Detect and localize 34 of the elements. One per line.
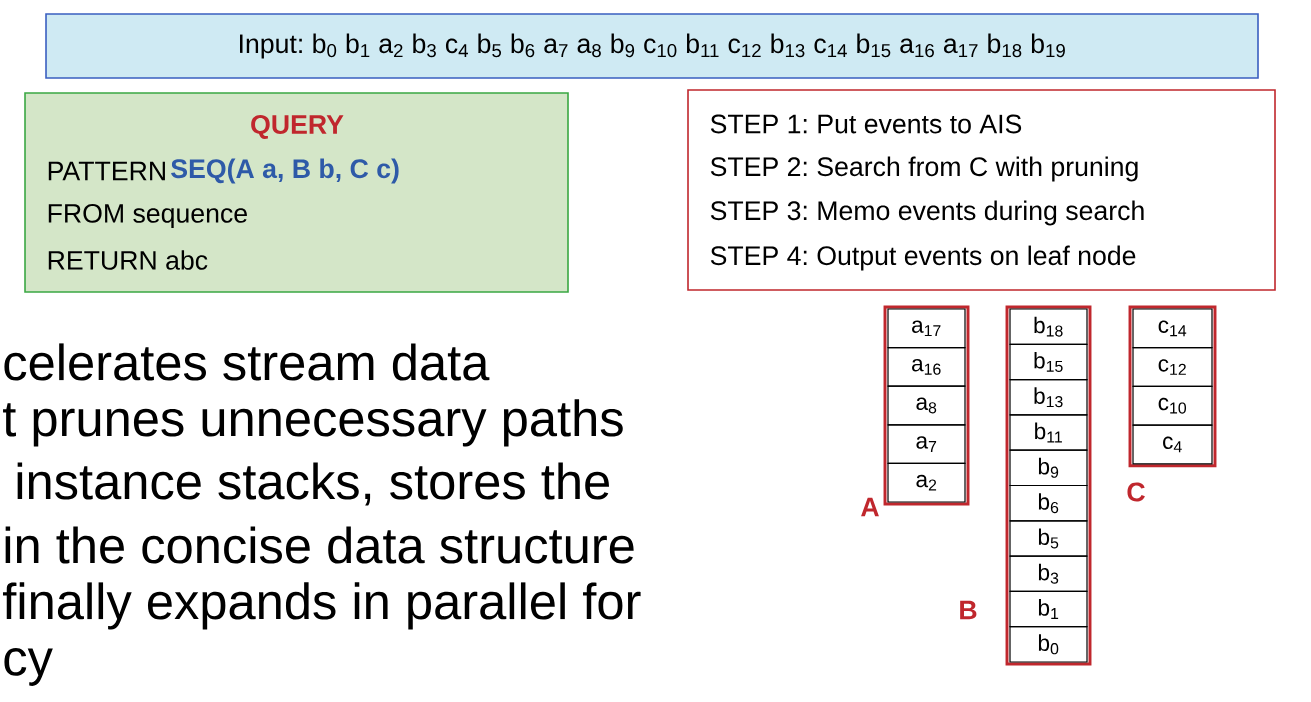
stack-cell: c$_{4}$ [1132,424,1213,465]
stack-box [883,305,970,506]
stack-label: C [1127,482,1145,502]
stack-cell: c$_{10}$ [1132,385,1213,426]
body-text: instance stacks, stores the [17,462,609,506]
body-text: celerates stream data [4,343,490,381]
stack-cell: a$_{7}$ [887,424,966,464]
stack-cell: b$_{11}$ [1009,414,1088,451]
stack-box [1128,305,1217,468]
stack-label: B [960,600,977,620]
body-text: t prunes unnecessary paths [3,399,623,447]
stack-cell: c$_{14}$ [1132,308,1213,349]
body-text: cy [4,648,53,686]
input-box: Input: b$_{0}$ b$_{1}$ a$_{2}$ b$_{3}$ c$_{4}$ b$_{5}$ b$_{6}$ a$_{7}$ a$_{8}$ b$_{9}$ c$_{10}$ b$_{11}$ c$_{12}$ b$_{13}$ c$_{14}$ b$_{15}$ a$_{16}$ a$_{17}$ b$_{18}$ b$_{19}$ [45,13,1259,79]
stack-cell: a$_{2}$ [887,462,966,503]
stack-cell: b$_{18}$ [1009,308,1088,345]
stack-cell: b$_{5}$ [1009,520,1088,557]
steps-box: STEP 1: Put events to AIS STEP 2: Search from C with pruning STEP 3: Memo events during search STEP 4: Output events on leaf node [687,89,1276,291]
stack-cell: b$_{0}$ [1009,626,1088,663]
stack-cell: a$_{8}$ [887,385,966,426]
stack-cell: b$_{1}$ [1009,590,1088,628]
stack-cell: b$_{15}$ [1009,343,1088,381]
stack-cell: b$_{6}$ [1009,484,1088,522]
stack-cell: a$_{17}$ [887,308,966,349]
stack-box [1005,305,1092,666]
stack-cell: b$_{9}$ [1009,449,1088,487]
stack-label: A [861,497,879,517]
stack-cell: b$_{3}$ [1009,555,1088,592]
query-box: QUERY PATTERN SEQ(A a, B b, C c) FROM sequence RETURN abc [24,92,569,293]
body-text: finally expands in parallel for [3,582,641,630]
body-text: in the concise data structure [5,526,634,564]
stack-cell: a$_{16}$ [887,347,966,387]
stack-cell: b$_{13}$ [1009,379,1088,416]
stack-cell: c$_{12}$ [1132,347,1213,387]
